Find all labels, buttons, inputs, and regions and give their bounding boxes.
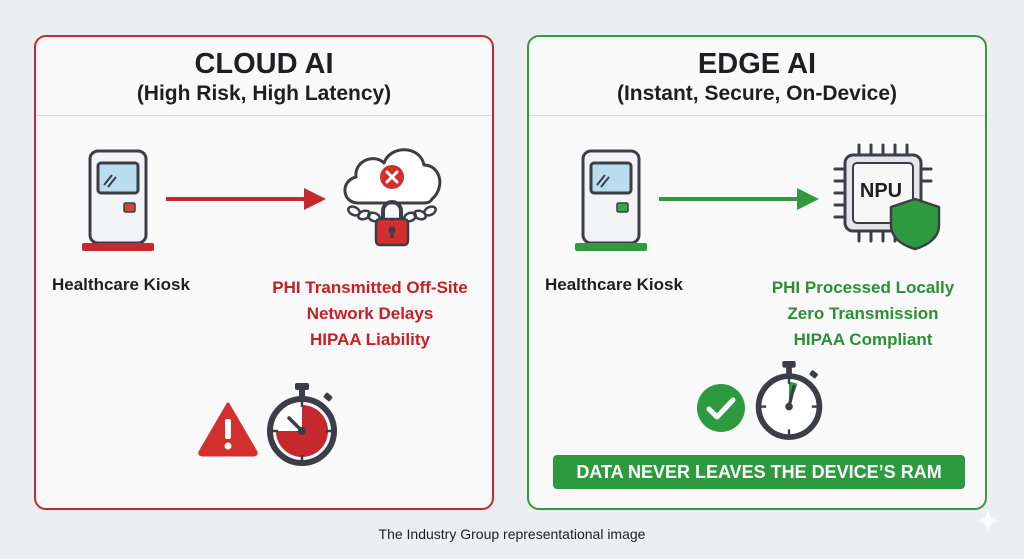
data-locality-banner: DATA NEVER LEAVES THE DEVICE’S RAM xyxy=(553,455,965,489)
image-caption: The Industry Group representational imag… xyxy=(378,526,646,542)
stopwatch-icon xyxy=(267,383,337,466)
stopwatch-icon xyxy=(755,361,823,440)
kiosk-icon xyxy=(575,149,647,251)
arrow-right-icon xyxy=(659,188,819,210)
edge-ai-header: EDGE AI (Instant, Secure, On-Device) xyxy=(529,37,985,116)
check-circle-icon xyxy=(697,384,745,432)
issue-item: HIPAA Liability xyxy=(310,330,430,349)
benefit-item: Zero Transmission xyxy=(787,304,939,323)
edge-ai-subtitle: (Instant, Secure, On-Device) xyxy=(616,82,898,105)
kiosk-label: Healthcare Kiosk xyxy=(545,275,683,294)
kiosk-label: Healthcare Kiosk xyxy=(52,275,190,294)
benefit-item: PHI Processed Locally xyxy=(771,278,955,297)
benefit-item: HIPAA Compliant xyxy=(793,330,933,349)
sparkle-icon xyxy=(976,509,1000,533)
cloud-ai-title: CLOUD AI xyxy=(194,48,334,80)
arrow-right-icon xyxy=(166,188,326,210)
npu-chip-shield-icon: NPU xyxy=(833,143,941,251)
cloud-ai-panel: CLOUD AI (High Risk, High Latency) He xyxy=(34,35,494,510)
edge-ai-panel: EDGE AI (Instant, Secure, On-Device) NPU xyxy=(527,35,987,510)
warning-triangle-icon xyxy=(198,402,258,457)
cloud-ai-subtitle: (High Risk, High Latency) xyxy=(136,82,392,105)
npu-chip-label: NPU xyxy=(860,180,902,202)
edge-ai-title: EDGE AI xyxy=(697,48,817,80)
issue-item: Network Delays xyxy=(306,304,434,323)
kiosk-icon xyxy=(82,149,154,251)
locked-cloud-icon xyxy=(343,148,442,247)
issue-item: PHI Transmitted Off-Site xyxy=(272,278,468,297)
cloud-issues-list: PHI Transmitted Off-Site Network Delays … xyxy=(250,275,490,353)
cloud-ai-header: CLOUD AI (High Risk, High Latency) xyxy=(36,37,492,116)
edge-benefits-list: PHI Processed Locally Zero Transmission … xyxy=(743,275,983,353)
